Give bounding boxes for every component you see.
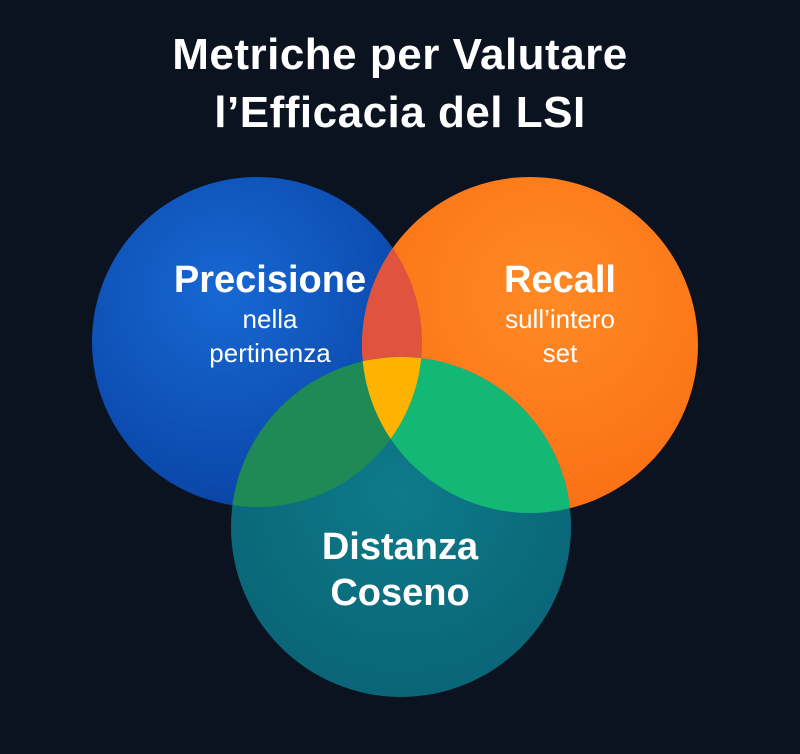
recall-subtitle-1: sull’intero bbox=[505, 304, 615, 334]
recall-title: Recall bbox=[504, 259, 616, 301]
cosine-title-2: Coseno bbox=[330, 572, 470, 614]
title-line-1: Metriche per Valutare bbox=[172, 30, 628, 79]
overlap-precision-cosine bbox=[231, 357, 422, 507]
precision-title: Precisione bbox=[173, 259, 367, 301]
recall-subtitle-2: set bbox=[542, 338, 578, 368]
recall-label: Recall sull’intero set bbox=[410, 258, 710, 370]
page-title: Metriche per Valutare l’Efficacia del LS… bbox=[0, 26, 800, 142]
title-line-2: l’Efficacia del LSI bbox=[214, 88, 586, 137]
cosine-label: Distanza Coseno bbox=[250, 524, 550, 616]
overlap-recall-cosine bbox=[362, 357, 571, 513]
precision-subtitle-2: pertinenza bbox=[209, 338, 331, 368]
precision-subtitle-1: nella bbox=[242, 304, 298, 334]
precision-label: Precisione nella pertinenza bbox=[120, 258, 420, 370]
cosine-title-1: Distanza bbox=[321, 526, 479, 568]
